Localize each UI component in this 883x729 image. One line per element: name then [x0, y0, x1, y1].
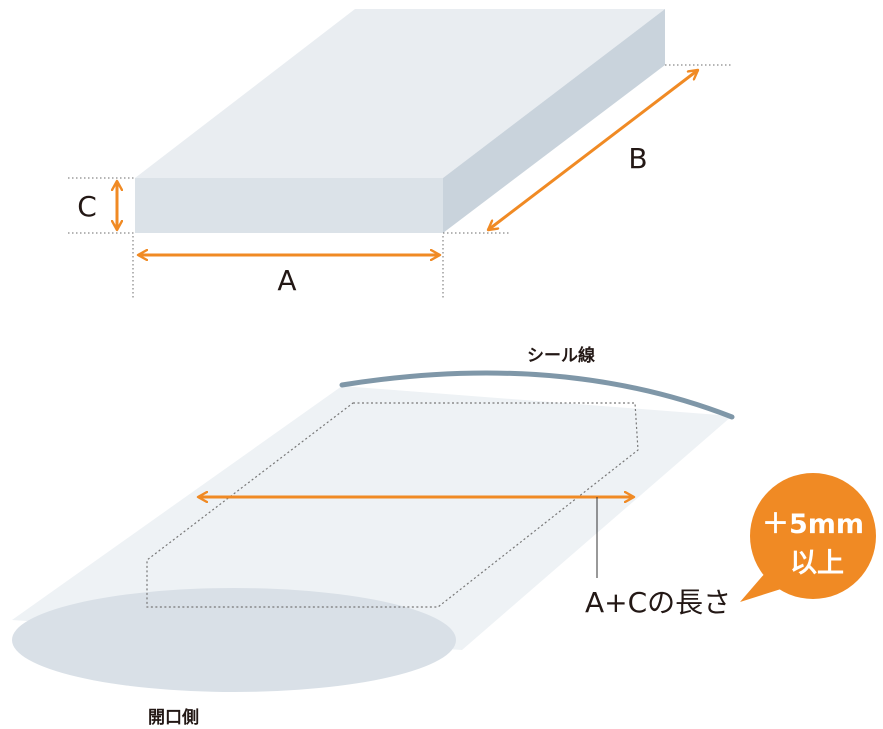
- badge-line2: 以上: [790, 548, 844, 579]
- opening-side-label: 開口側: [148, 707, 199, 728]
- badge-line1: ＋5mm: [762, 509, 864, 540]
- bag: [12, 370, 735, 692]
- margin-badge: ＋5mm 以上: [740, 473, 876, 602]
- bag-opening: [12, 588, 456, 692]
- dimension-b-label: B: [628, 142, 647, 175]
- length-note: A+Cの長さ: [585, 586, 731, 619]
- box-top-face: [135, 9, 665, 178]
- dimension-c-label: C: [77, 190, 97, 223]
- product-box: [135, 9, 665, 233]
- box-guide-lines: [68, 64, 732, 298]
- seal-line: [339, 370, 735, 420]
- dimension-a-label: A: [277, 264, 296, 297]
- badge-circle: [750, 473, 876, 599]
- seal-line-label: シール線: [527, 345, 595, 366]
- bag-body: [12, 386, 732, 650]
- dimension-b-arrow: [488, 70, 698, 230]
- box-front-face: [135, 178, 443, 233]
